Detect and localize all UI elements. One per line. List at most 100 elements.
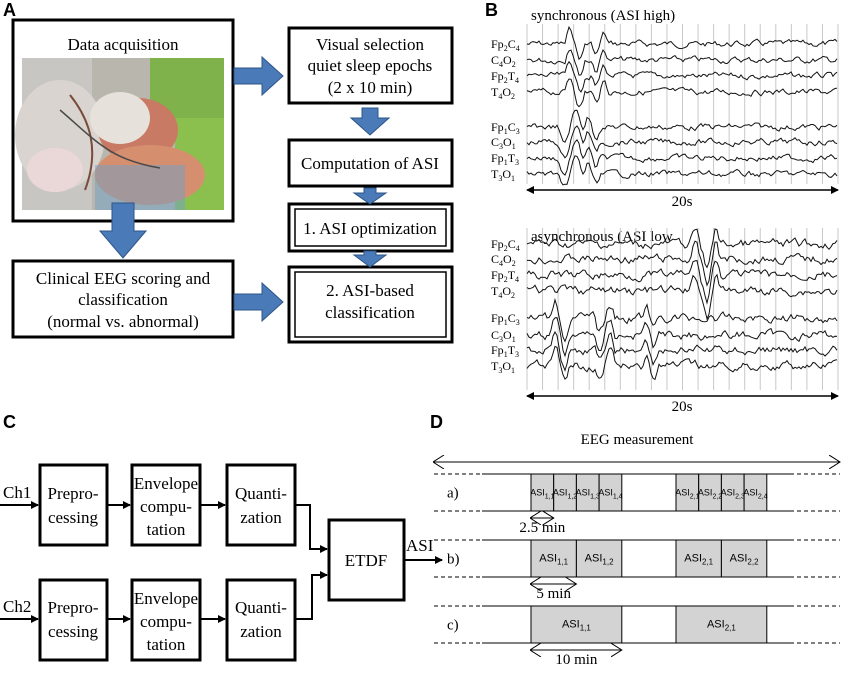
eeg-channel-label: Fp2T4: [491, 268, 519, 284]
asi-cell-label: ASI1,2: [585, 553, 614, 567]
asi-cell-label: ASI2,1: [684, 553, 713, 567]
eeg-trace: [526, 155, 838, 186]
asi-cell-label: ASI1,2: [553, 488, 577, 501]
preprocessing-line1: Prepro-: [48, 484, 99, 503]
arrow-down-selection-to-computation: [349, 107, 391, 136]
preprocessing-line2: cessing: [48, 508, 99, 527]
ch2-label: Ch2: [3, 597, 31, 616]
sync-title: synchronous (ASI high): [531, 8, 675, 24]
eeg-channel-label: C4O2: [491, 252, 516, 268]
eeg-channel-label: T4O2: [491, 284, 515, 300]
asi-cell-label: ASI2,2: [698, 488, 722, 501]
preprocessing-box-ch2: Prepro- cessing: [38, 578, 109, 662]
classification-line2: classification: [325, 303, 415, 322]
visual-selection-line1: Visual selection: [316, 35, 425, 54]
arrow-ch2-to-etdf: [295, 571, 328, 620]
envelope-box-ch1: Envelope compu- tation: [130, 463, 202, 547]
eeg-trace: [526, 228, 838, 269]
asi-cell-label: ASI2,4: [743, 488, 767, 501]
eeg-trace: [526, 60, 838, 93]
eeg-traces: [526, 25, 838, 381]
preprocessing-line1: Prepro-: [48, 598, 99, 617]
eeg-channel-label: Fp1T3: [491, 151, 519, 167]
eeg-channel-labels: Fp2C4Fp2C4C4O2C4O2Fp2T4Fp2T4T4O2T4O2Fp1C…: [491, 37, 520, 375]
asi-cell-label: ASI2,1: [707, 619, 736, 633]
eeg-channel-label: C3O1: [491, 135, 516, 151]
optimization-box: 1. ASI optimization: [287, 202, 454, 253]
eeg-channel-label: T3O1: [491, 359, 515, 375]
classification-box: 2. ASI-based classification: [287, 265, 454, 344]
asi-cell-label: ASI1,1: [530, 488, 554, 501]
optimization-label: 1. ASI optimization: [303, 219, 437, 238]
span-label: 10 min: [555, 652, 598, 668]
envelope-line2: compu-: [140, 497, 192, 516]
asi-cell-label: ASI1,4: [598, 488, 622, 501]
span-label: 2.5 min: [519, 520, 565, 536]
panel-label-b: B: [485, 0, 498, 20]
asi-output-label: ASI: [406, 536, 434, 555]
eeg-grid-asynchronous: [526, 228, 839, 390]
eeg-channel-label: Fp1T3: [491, 343, 519, 359]
asi-cell: [575, 539, 623, 578]
row-label: a): [447, 486, 459, 502]
eeg-channel-label: Fp1C3: [491, 311, 520, 327]
eeg-trace: [526, 138, 838, 176]
quantization-line2: zation: [240, 622, 282, 641]
eeg-channel-label: T4O2: [491, 85, 515, 101]
quantization-box-ch2: Quanti- zation: [225, 578, 297, 662]
computation-box: Computation of ASI: [287, 138, 454, 188]
eeg-trace: [526, 345, 838, 381]
asi-cell-label: ASI2,2: [730, 553, 759, 567]
row-label: b): [447, 552, 460, 568]
asi-cell: [675, 605, 768, 644]
asi-cell-label: ASI1,1: [562, 619, 591, 633]
clinical-scoring-box: Clinical EEG scoring and classification …: [11, 259, 235, 339]
preprocessing-box-ch1: Prepro- cessing: [38, 463, 109, 547]
envelope-line2: compu-: [140, 612, 192, 631]
asi-cell: [598, 473, 623, 512]
computation-label: Computation of ASI: [301, 154, 439, 173]
envelope-line1: Envelope: [134, 474, 198, 493]
visual-selection-line2: quiet sleep epochs: [308, 56, 433, 75]
ch1-label: Ch1: [3, 483, 31, 502]
arrow-down-acquisition-to-clinical: [98, 202, 148, 259]
eeg-trace: [526, 109, 838, 143]
clinical-line3: (normal vs. abnormal): [47, 312, 199, 331]
panel-label-d: D: [430, 412, 443, 432]
data-acquisition-label: Data acquisition: [68, 35, 179, 54]
etdf-label: ETDF: [345, 551, 388, 570]
visual-selection-line3: (2 x 10 min): [328, 78, 413, 97]
asi-cell-label: ASI2,3: [721, 488, 745, 501]
clinical-line2: classification: [78, 290, 168, 309]
etdf-box: ETDF: [327, 518, 406, 602]
arrow-right-clinical-to-classification: [233, 281, 284, 323]
arrow-right-acquisition-to-selection: [233, 55, 284, 97]
arrow-down-computation-to-optimization: [352, 187, 388, 205]
eeg-trace: [526, 260, 838, 305]
async-title: asynchronous (ASI low: [531, 229, 673, 245]
quantization-line2: zation: [240, 508, 282, 527]
quantization-line1: Quanti-: [235, 484, 287, 503]
eeg-channel-label: Fp2T4: [491, 69, 519, 85]
arrow-down-optimization-to-classification: [352, 250, 388, 268]
asi-cell: [675, 539, 722, 578]
eeg-trace: [526, 125, 838, 159]
eeg-trace: [527, 240, 838, 287]
eeg-trace: [526, 273, 838, 321]
duration-label-sync: 20s: [672, 194, 693, 210]
eeg-trace: [526, 317, 838, 358]
span-label: 5 min: [536, 586, 571, 602]
data-acquisition-box: Data acquisition: [11, 18, 235, 223]
infant-photo: [15, 58, 224, 210]
eeg-trace: [526, 330, 838, 372]
eeg-trace: [526, 25, 838, 61]
quantization-line1: Quanti-: [235, 598, 287, 617]
eeg-channel-label: C4O2: [491, 53, 516, 69]
preprocessing-line2: cessing: [48, 622, 99, 641]
asi-cell: [743, 473, 768, 512]
eeg-channel-label: C3O1: [491, 328, 516, 344]
visual-selection-box: Visual selection quiet sleep epochs (2 x…: [287, 26, 454, 105]
asi-cell-label: ASI2,1: [675, 488, 699, 501]
